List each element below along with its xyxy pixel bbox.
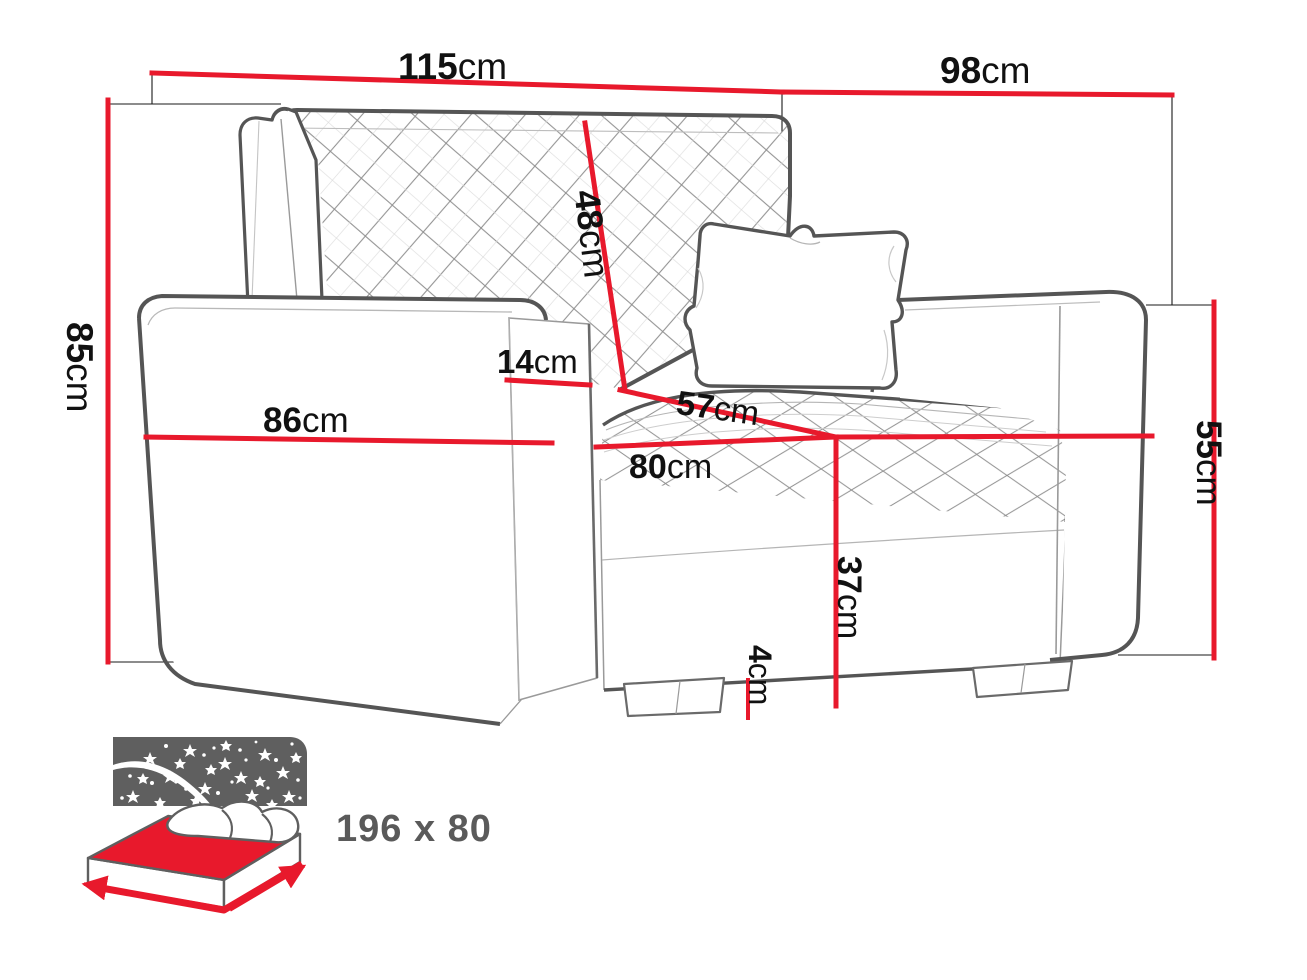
dimension-line-98 <box>779 89 1175 98</box>
dimension-label-55: 55cm <box>1189 420 1228 506</box>
dimension-label-48: 48cm <box>566 187 618 281</box>
dimension-line-57 <box>617 387 839 440</box>
sleeping-area-label: 196 x 80 <box>336 808 492 850</box>
bed-dimension-arrow-width <box>229 864 307 912</box>
bed-with-starry-night-icon <box>81 737 307 914</box>
dimension-label-80: 80cm <box>629 448 713 486</box>
dimension-label-98: 98cm <box>940 50 1031 91</box>
dimension-lines <box>105 70 1217 720</box>
sofa-legs <box>622 659 1074 718</box>
dimension-line-48 <box>582 120 628 393</box>
sofa-left-armrest <box>137 294 557 726</box>
dimension-line-115 <box>149 70 785 95</box>
dimension-label-86: 86cm <box>263 401 349 440</box>
star-field <box>120 740 302 810</box>
bed-dimension-arrow-length <box>81 875 223 910</box>
helper-extension-lines <box>108 73 1214 663</box>
dimension-line-14 <box>504 377 593 388</box>
dimension-label-4: 4cm <box>742 645 778 706</box>
dimension-line-80a <box>593 434 839 450</box>
dimension-label-14: 14cm <box>497 343 578 380</box>
dimension-label-85: 85cm <box>59 322 100 413</box>
backrest-left-bolster <box>238 106 324 307</box>
dimension-label-37: 37cm <box>830 556 868 640</box>
dimension-line-80b <box>833 433 1155 440</box>
sofa-throw-pillow <box>683 221 909 390</box>
dimension-line-86 <box>143 434 555 446</box>
dimension-label-115: 115cm <box>398 46 508 87</box>
